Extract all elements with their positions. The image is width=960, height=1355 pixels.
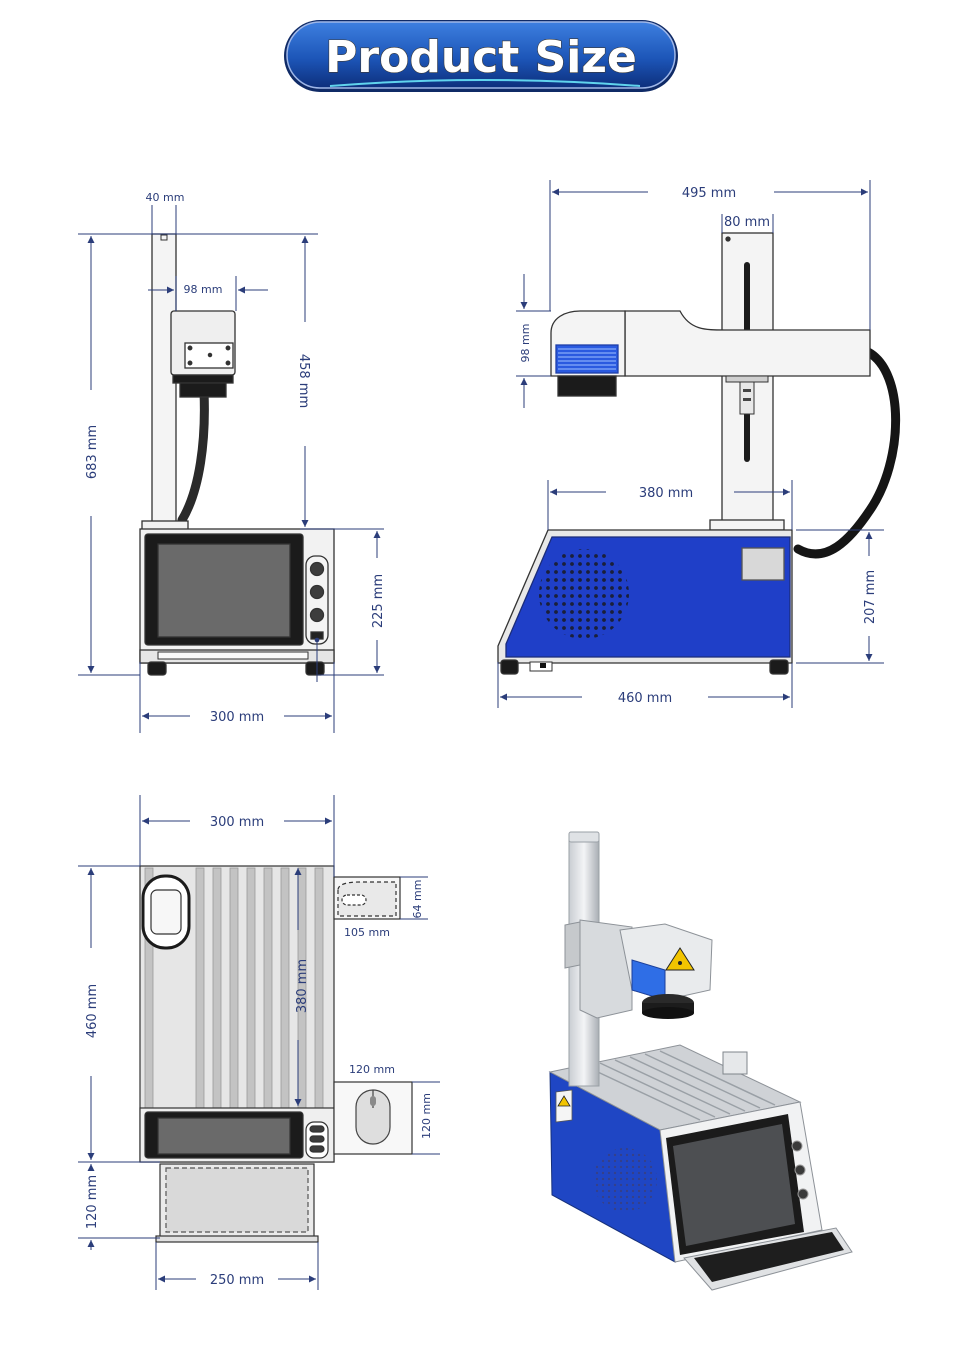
page-title: Product Size	[325, 32, 637, 83]
dim-front-total-height: 683 mm	[85, 425, 100, 479]
dim-top-mouse-height: 120 mm	[420, 1093, 433, 1139]
front-view	[139, 233, 335, 676]
dim-front-arm-height: 458 mm	[296, 354, 311, 408]
dim-top-length: 460 mm	[85, 984, 100, 1038]
laser-warning-icon	[555, 1089, 573, 1123]
dim-top-mouse-width: 120 mm	[349, 1063, 395, 1076]
dim-front-base-width: 300 mm	[210, 710, 264, 725]
dim-top-rail-length: 380 mm	[295, 959, 310, 1013]
front-view-labels: 40 mm 98 mm 683 mm 458 mm 225 mm 300 mm	[85, 191, 386, 725]
dim-side-base-height: 207 mm	[863, 570, 878, 624]
dim-side-arm-reach: 380 mm	[639, 486, 693, 501]
top-view-dimensions	[78, 795, 440, 1290]
dim-side-head-height: 98 mm	[519, 324, 532, 363]
title-banner: Product Size	[284, 20, 678, 92]
dim-front-column-width: 40 mm	[146, 191, 185, 204]
dim-side-base-length: 460 mm	[618, 691, 672, 706]
mouse-icon	[355, 1089, 391, 1145]
dim-front-base-height: 225 mm	[371, 574, 386, 628]
front-view-dimensions	[78, 205, 384, 733]
dim-top-tray-height: 64 mm	[411, 880, 424, 919]
dim-top-keyboard-depth: 120 mm	[85, 1175, 100, 1229]
side-view-labels: 495 mm 80 mm 98 mm 380 mm 207 mm 460 mm	[519, 186, 878, 706]
dim-side-column-width: 80 mm	[724, 215, 770, 230]
dim-top-tray-width: 105 mm	[344, 926, 390, 939]
dim-front-head-width: 98 mm	[184, 283, 223, 296]
side-view	[497, 232, 901, 675]
top-view	[139, 865, 413, 1243]
top-view-labels: 300 mm 460 mm 380 mm 64 mm 105 mm 120 mm…	[85, 815, 433, 1288]
dim-top-width: 300 mm	[210, 815, 264, 830]
dim-top-keyboard-width: 250 mm	[210, 1273, 264, 1288]
product-illustration	[548, 831, 853, 1291]
side-view-dimensions	[497, 180, 884, 708]
dim-side-total-width: 495 mm	[682, 186, 736, 201]
